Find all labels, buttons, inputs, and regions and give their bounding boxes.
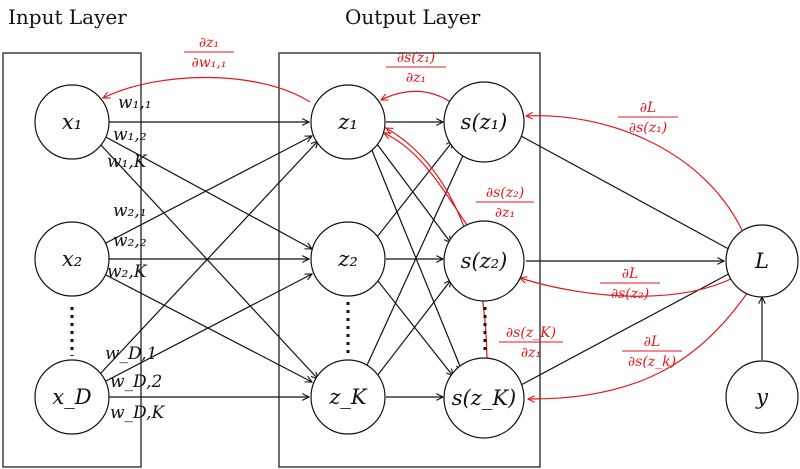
grad-label-dL-ds1-den: ∂s(z₁) (629, 120, 667, 136)
node-xD-label: x_D (52, 385, 91, 409)
weight-w1K: w₁,K (107, 152, 148, 172)
node-x1-label: x₁ (62, 110, 82, 134)
edge-zK-s1 (362, 149, 466, 375)
grad-label-dsK-dz1: ∂s(z_K) ∂z₁ (499, 325, 563, 361)
weight-labels: w₁,₁ w₁,₂ w₁,K w₂,₁ w₂,₂ w₂,K w_D,1 w_D,… (105, 93, 165, 423)
weight-wDK: w_D,K (110, 403, 165, 423)
grad-label-dz1-dw11: ∂z₁ ∂w₁,₁ (184, 35, 234, 71)
edge-z1-s2 (376, 143, 451, 243)
gradient-labels: ∂z₁ ∂w₁,₁ ∂s(z₁) ∂z₁ ∂s(z₂) ∂z₁ ∂s(z_K) … (184, 35, 682, 370)
grad-s1-z1 (381, 90, 453, 104)
grad-label-dL-ds2-num: ∂L (622, 266, 639, 282)
grad-label-dz1-dw11-num: ∂z₁ (199, 35, 219, 51)
grad-label-dL-ds2: ∂L ∂s(z₂) (600, 266, 660, 302)
grad-label-dL-dsk: ∂L ∂s(z_k) (622, 334, 682, 370)
grad-label-dL-dsk-den: ∂s(z_k) (628, 354, 676, 370)
weight-wD2: w_D,2 (110, 372, 162, 392)
node-y (725, 360, 799, 434)
node-sK-label: s(z_K) (452, 386, 516, 410)
edge-s1-L (520, 135, 736, 253)
node-zK (310, 359, 386, 435)
grad-label-ds1-dz1-num: ∂s(z₁) (397, 50, 435, 66)
weight-w12: w₁,₂ (113, 125, 147, 145)
edge-xD-z2 (103, 274, 312, 383)
node-zK-label: z_K (328, 385, 368, 409)
output-layer-box (278, 52, 541, 468)
gradient-curves (103, 76, 749, 399)
weight-w22: w₂,₂ (113, 231, 147, 251)
grad-label-dsK-dz1-den: ∂z₁ (521, 345, 541, 361)
output-layer-title: Output Layer (345, 5, 481, 29)
node-z1 (310, 84, 386, 160)
node-y-label: y (755, 385, 769, 409)
node-z2-label: z₂ (337, 247, 357, 271)
weight-wD1: w_D,1 (105, 344, 157, 364)
weight-w2K: w₂,K (107, 262, 148, 282)
edge-xD-z1 (99, 141, 318, 375)
grad-label-ds2-dz1-num: ∂s(z₂) (486, 185, 524, 201)
node-z2 (310, 221, 386, 297)
input-nodes: x₁ x₂ x_D (34, 84, 110, 435)
grad-label-dL-dsk-num: ∂L (644, 334, 661, 350)
grad-label-dL-ds1-num: ∂L (640, 100, 657, 116)
grad-label-ds2-dz1: ∂s(z₂) ∂z₁ (476, 185, 534, 221)
node-s2 (443, 220, 525, 302)
grad-label-ds2-dz1-den: ∂z₁ (495, 205, 515, 221)
grad-label-dz1-dw11-den: ∂w₁,₁ (192, 55, 227, 71)
edge-z2-sK (377, 280, 453, 376)
weight-w11: w₁,₁ (118, 93, 152, 113)
grad-L-s1 (526, 116, 743, 231)
input-layer-title: Input Layer (8, 5, 127, 29)
node-xD (34, 359, 110, 435)
node-sK (443, 357, 525, 439)
node-x1 (34, 84, 110, 160)
grad-L-sK (528, 291, 749, 399)
grad-z1-x1 (103, 76, 311, 103)
node-L-label: L (754, 249, 769, 273)
edge-x1-zK (99, 143, 318, 379)
node-z1-label: z₁ (337, 110, 357, 134)
edge-z2-s1 (376, 141, 453, 238)
node-s2-label: s(z₂) (461, 249, 508, 273)
grad-L-s2 (520, 277, 736, 297)
grad-label-dL-ds2-den: ∂s(z₂) (611, 286, 649, 302)
node-s1 (443, 81, 525, 163)
input-layer-box (2, 52, 142, 468)
node-x2-label: x₂ (62, 247, 82, 271)
grad-label-dsK-dz1-num: ∂s(z_K) (506, 325, 556, 341)
node-x2 (34, 221, 110, 297)
s-nodes: s(z₁) s(z₂) s(z_K) (443, 81, 525, 439)
z-to-s-edges (362, 122, 466, 397)
input-to-z-edges (99, 122, 318, 397)
node-s1-label: s(z₁) (461, 110, 508, 134)
grad-label-ds1-dz1-den: ∂z₁ (406, 70, 426, 86)
grad-label-dL-ds1: ∂L ∂s(z₁) (618, 100, 678, 136)
weight-w21: w₂,₁ (113, 201, 147, 221)
node-L (725, 224, 799, 298)
edge-x1-z2 (103, 135, 312, 249)
edge-zK-s2 (376, 280, 451, 377)
edge-x2-z1 (103, 136, 312, 245)
grad-label-ds1-dz1: ∂s(z₁) ∂z₁ (386, 50, 446, 86)
z-nodes: z₁ z₂ z_K (310, 84, 386, 435)
